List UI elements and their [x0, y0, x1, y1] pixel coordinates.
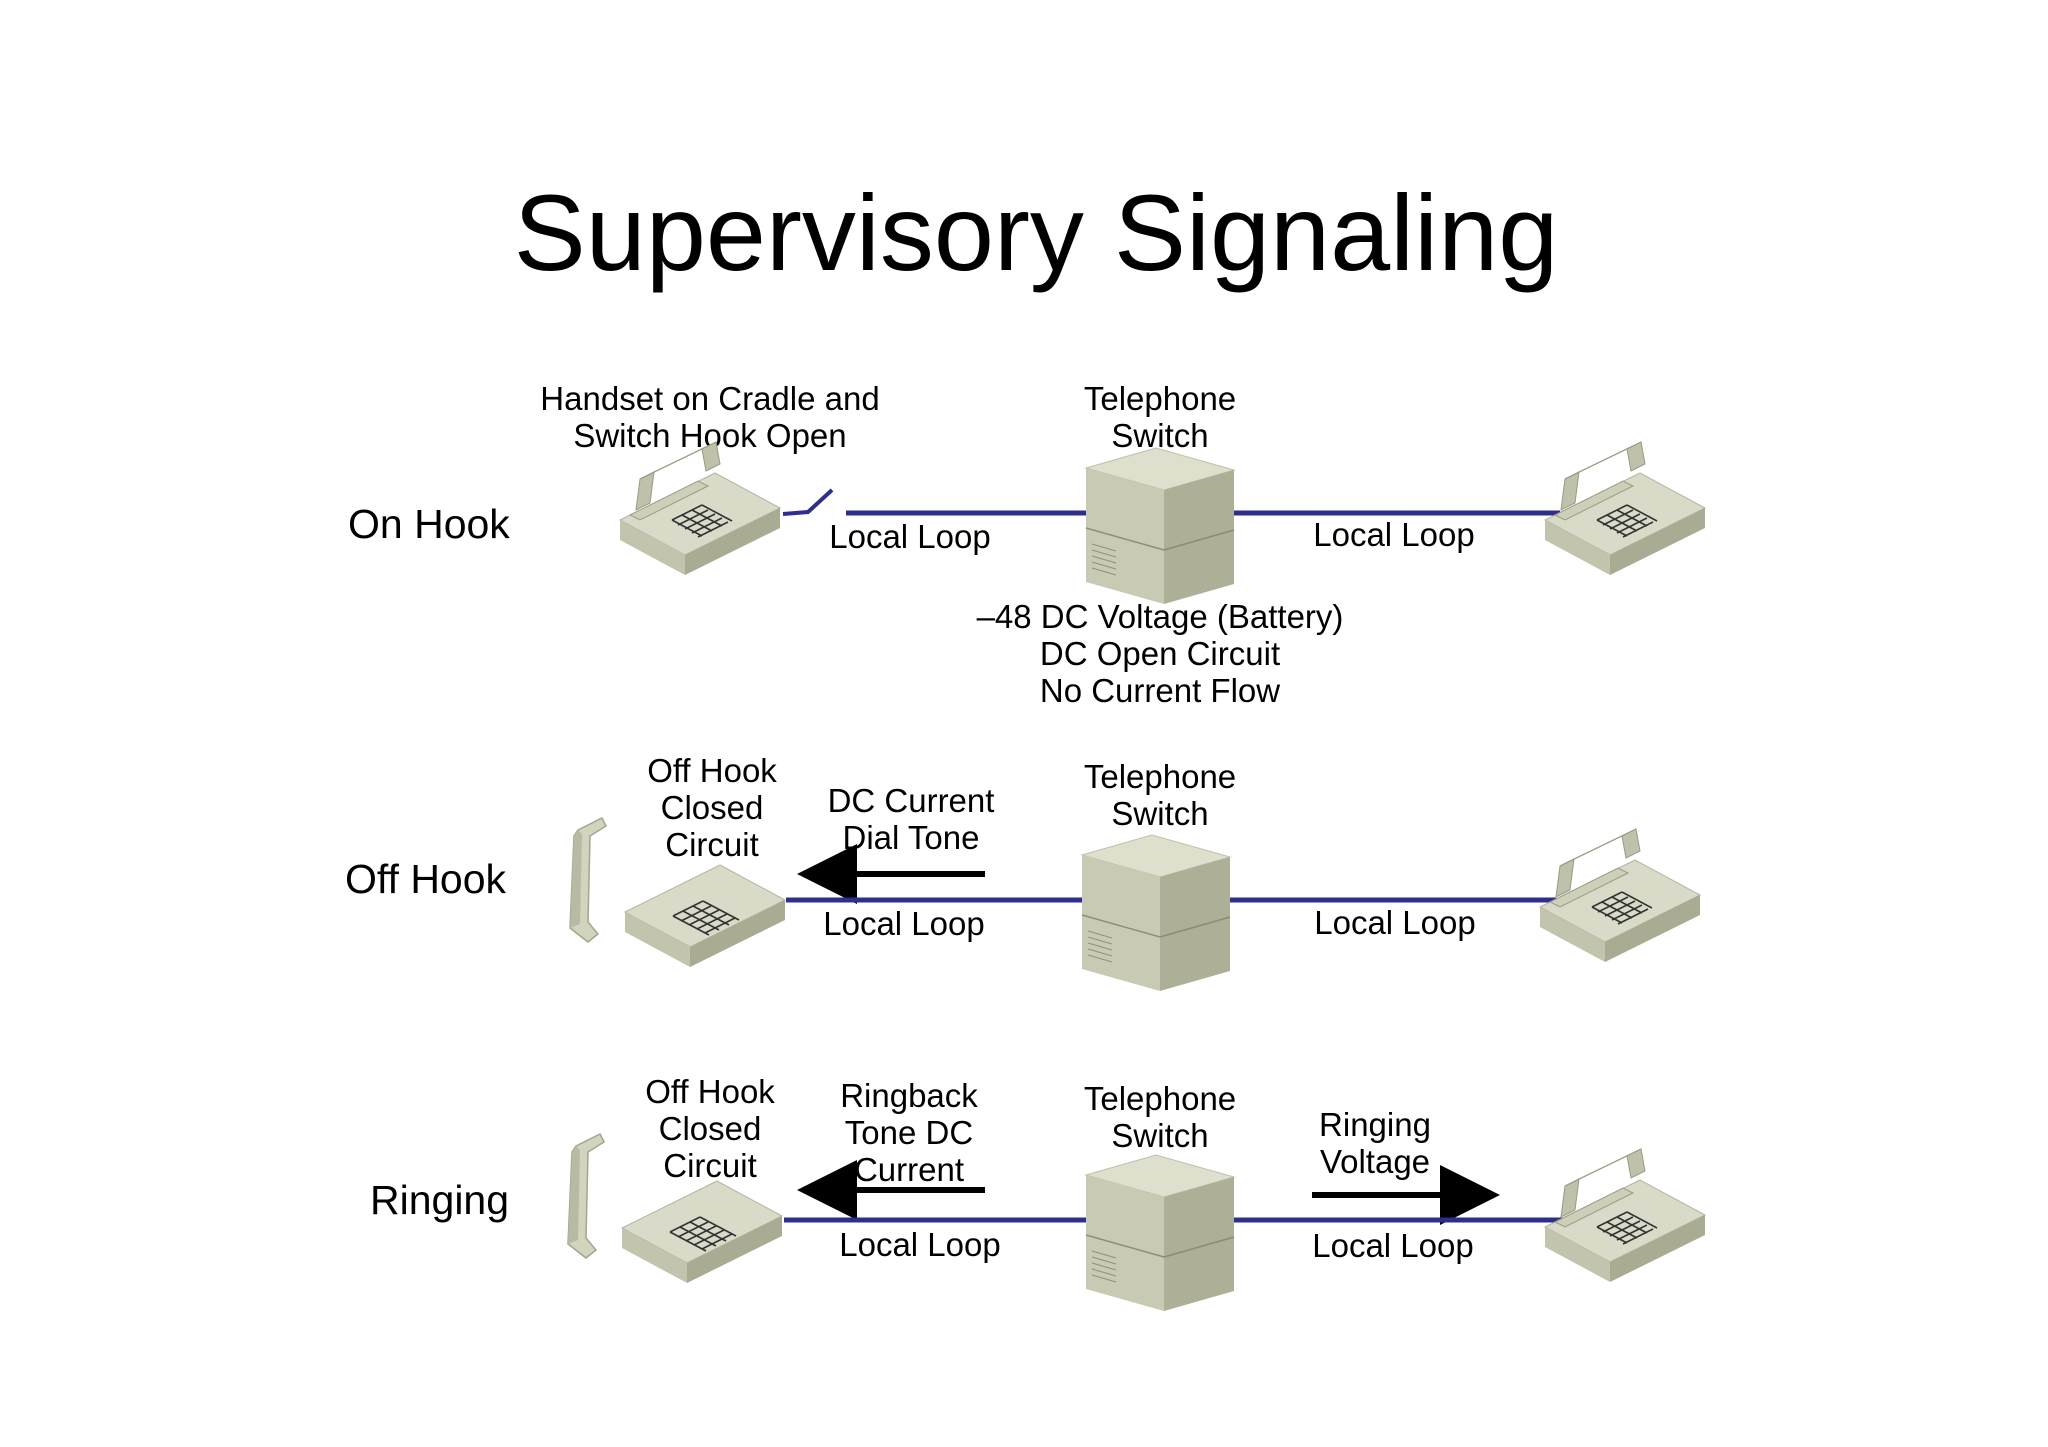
phone-note-line-3: Circuit — [665, 826, 759, 863]
phone-note-line-1: Handset on Cradle and — [540, 380, 879, 417]
switch-note-line-2: DC Open Circuit — [1040, 635, 1280, 672]
local-loop-label-left: Local Loop — [829, 518, 990, 555]
telephone-switch — [1081, 834, 1231, 992]
phone-note-line-1: Off Hook — [647, 752, 777, 789]
phone-note-line-2: Closed — [659, 1110, 762, 1147]
switch-label-line-1: Telephone — [1084, 758, 1236, 795]
caller-telephone-base — [621, 1180, 783, 1284]
right-signal-line-2: Voltage — [1320, 1143, 1430, 1180]
row-label-ringing: Ringing — [370, 1177, 509, 1223]
switch-label-line-2: Switch — [1111, 417, 1208, 454]
telephone-switch — [1085, 447, 1235, 605]
lifted-handset — [567, 1133, 605, 1259]
lifted-handset — [569, 817, 607, 943]
telephone-switch — [1085, 1154, 1235, 1312]
local-loop-label-right: Local Loop — [1312, 1227, 1473, 1264]
row-on-hook: On Hook Handset on Cradle and Switch Hoo… — [348, 380, 1706, 709]
right-signal-line-1: Ringing — [1319, 1106, 1431, 1143]
switch-label-line-2: Switch — [1111, 795, 1208, 832]
phone-note-line-1: Off Hook — [645, 1073, 775, 1110]
phone-note-line-3: Circuit — [663, 1147, 757, 1184]
caller-telephone-base — [624, 864, 786, 968]
open-switch-hook — [782, 488, 834, 516]
phone-note-line-2: Closed — [661, 789, 764, 826]
signal-label-line-1: Ringback — [840, 1077, 978, 1114]
local-loop-label-right: Local Loop — [1314, 904, 1475, 941]
switch-note-line-3: No Current Flow — [1040, 672, 1280, 709]
signal-label-line-3: Current — [854, 1151, 964, 1188]
caller-telephone — [619, 441, 781, 576]
row-off-hook: Off Hook Off Hook Closed Circuit DC Curr… — [345, 752, 1701, 992]
row-label-on-hook: On Hook — [348, 501, 510, 547]
page-title: Supervisory Signaling — [514, 172, 1559, 293]
signal-label-line-2: Tone DC — [845, 1114, 973, 1151]
switch-label-line-1: Telephone — [1084, 1080, 1236, 1117]
switch-label-line-1: Telephone — [1084, 380, 1236, 417]
called-telephone — [1539, 828, 1701, 963]
called-telephone — [1544, 441, 1706, 576]
signal-label-line-2: Dial Tone — [843, 819, 980, 856]
called-telephone — [1544, 1148, 1706, 1283]
row-ringing: Ringing Off Hook Closed Circuit Ringback… — [370, 1073, 1706, 1312]
local-loop-label-left: Local Loop — [823, 905, 984, 942]
local-loop-label-left: Local Loop — [839, 1226, 1000, 1263]
switch-label-line-2: Switch — [1111, 1117, 1208, 1154]
switch-note-line-1: –48 DC Voltage (Battery) — [977, 598, 1344, 635]
local-loop-label-right: Local Loop — [1313, 516, 1474, 553]
signal-label-line-1: DC Current — [828, 782, 995, 819]
row-label-off-hook: Off Hook — [345, 856, 507, 902]
